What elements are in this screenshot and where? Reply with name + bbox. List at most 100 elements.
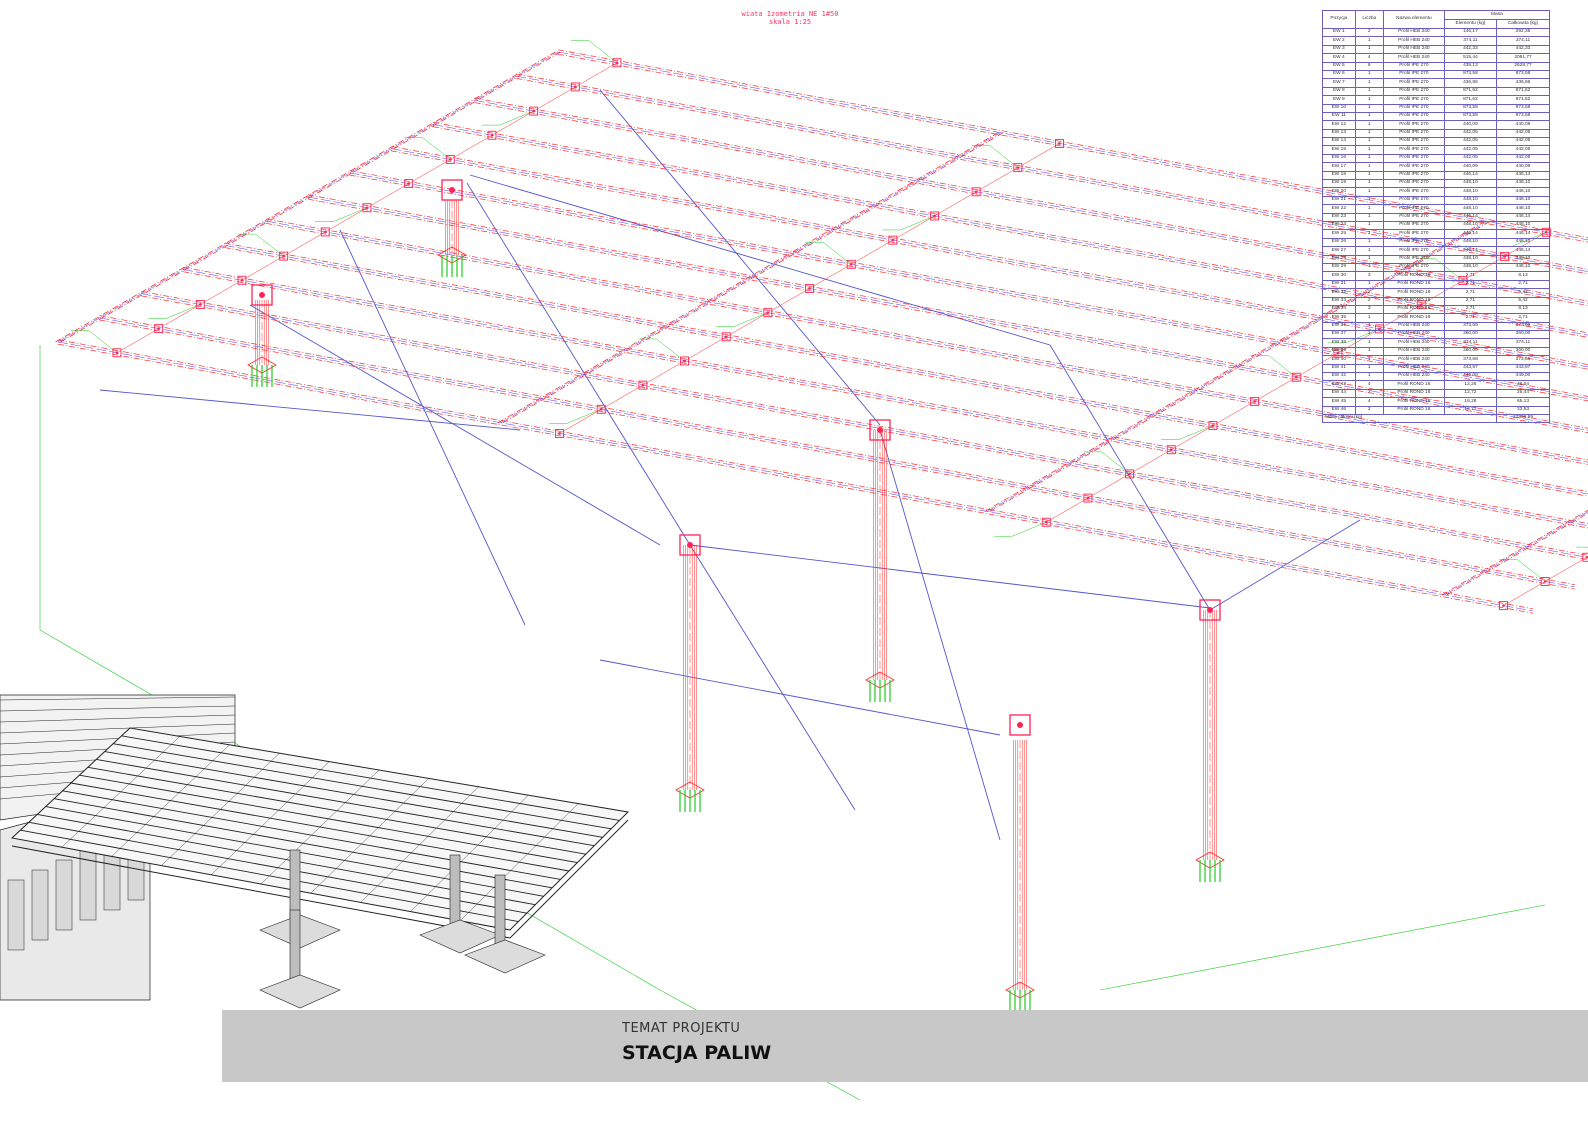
purlin-axis <box>57 341 1534 612</box>
bracing-rod <box>99 389 521 431</box>
bom-cell-name: Profil HEB 240 <box>1382 338 1445 348</box>
secondary-member <box>1503 581 1546 606</box>
purlin-flange <box>557 49 1588 238</box>
bom-cell-count: 1 <box>1354 229 1384 239</box>
bom-cell-pos: EW 22 <box>1322 204 1356 214</box>
project-topic-label: TEMAT PROJEKTU <box>622 1021 741 1036</box>
bom-cell-name: Profil IPE 270 <box>1382 145 1445 155</box>
bom-cell-count: 1 <box>1354 313 1384 323</box>
bom-cell-name: Profil IPE 270 <box>1382 137 1445 147</box>
bom-cell-name: Profil HEB 240 <box>1382 346 1445 357</box>
secondary-member <box>684 336 727 362</box>
roof-bracing-rods <box>99 89 1361 841</box>
col-header-mass: Masa <box>1443 10 1551 20</box>
bom-cell-mass-total: 448,10 <box>1496 262 1550 273</box>
bom-cell-count: 1 <box>1354 162 1384 172</box>
secondary-member <box>726 312 768 338</box>
bom-cell-name: Profil HEB 240 <box>1382 53 1445 63</box>
bolt-dot <box>683 359 686 363</box>
bom-cell-name: Profil ROND 16 <box>1382 271 1445 281</box>
bom-cell-mass-total: 442,05 <box>1496 153 1550 164</box>
bom-cell-name: Profil HEB 240 <box>1382 44 1445 55</box>
secondary-member <box>283 231 326 257</box>
bom-cell-mass-element: 449,00 <box>1443 371 1498 382</box>
secondary-member <box>1212 401 1255 426</box>
bom-cell-count: 1 <box>1354 363 1384 374</box>
connection-plate <box>404 179 414 189</box>
bom-cell-count: 1 <box>1354 204 1384 214</box>
bom-cell-mass-total: 8,13 <box>1496 271 1550 281</box>
bom-cell-pos: EW 2 <box>1322 36 1356 46</box>
bom-cell-mass-element: 12,72 <box>1443 388 1498 399</box>
connection-plate <box>1582 552 1588 562</box>
bom-cell-mass-element: 360,00 <box>1443 330 1498 340</box>
connection-plate <box>362 203 372 213</box>
connection-plate <box>154 324 164 334</box>
bom-cell-pos: EW 9 <box>1322 95 1356 105</box>
bom-cell-pos: EW 46 <box>1322 405 1356 415</box>
secondary-member <box>1545 557 1587 582</box>
bom-cell-mass-total: 2,71 <box>1496 279 1550 290</box>
bom-cell-mass-total: 8,13 <box>1496 304 1550 315</box>
bolt-dot <box>449 158 452 161</box>
bom-cell-pos: EW 39 <box>1322 346 1356 357</box>
purlin-flange <box>141 291 1588 556</box>
secondary-member <box>1171 425 1214 450</box>
connection-plate <box>555 429 564 438</box>
bom-cell-mass-element: 2,71 <box>1443 288 1498 298</box>
purlin-flange <box>557 53 1588 243</box>
bolt-dot <box>532 109 535 113</box>
bom-cell-mass-element: 438,13 <box>1443 61 1498 71</box>
canopy-roof <box>10 727 630 931</box>
facade-window <box>55 859 73 931</box>
bolt-dot <box>1128 472 1131 476</box>
secondary-member <box>1046 497 1089 523</box>
secondary-member <box>408 159 451 184</box>
bom-cell-mass-total: 360,00 <box>1496 330 1550 340</box>
girder-axis <box>1444 511 1588 596</box>
bom-cell-pos: EW 33 <box>1322 296 1356 306</box>
bom-cell-count: 1 <box>1354 330 1384 340</box>
bom-cell-pos: EW 43 <box>1322 380 1356 390</box>
bom-cell-name: Profil IPE 270 <box>1382 162 1445 172</box>
leader-line <box>88 330 118 353</box>
bom-cell-name: Profil IPE 270 <box>1382 128 1445 139</box>
purlin-flange <box>182 271 1588 529</box>
bom-cell-name: Profil HEB 240 <box>1382 330 1445 340</box>
bracing-rod <box>466 182 691 546</box>
bom-cell-mass-total: 373,69 <box>1496 321 1550 332</box>
bom-cell-mass-total: 442,05 <box>1496 128 1550 139</box>
bom-cell-name: Profil IPE 270 <box>1382 170 1445 181</box>
bom-cell-pos: EW 21 <box>1322 195 1356 206</box>
canopy-grid-line <box>360 786 479 903</box>
connection-plate <box>888 235 898 245</box>
bom-cell-name: Profil IPE 270 <box>1382 153 1445 164</box>
secondary-member <box>1087 473 1130 499</box>
bom-cell-name: Profil IPE 270 <box>1382 229 1445 239</box>
bom-cell-mass-element: 873,58 <box>1443 103 1498 113</box>
bom-cell-mass-total: 33,53 <box>1496 405 1550 415</box>
connection-plate <box>1125 469 1135 479</box>
secondary-member <box>559 409 602 434</box>
bom-cell-pos: EW 28 <box>1322 254 1356 264</box>
bom-cell-name: Profil ROND 16 <box>1382 296 1445 306</box>
bom-cell-mass-element: 873,58 <box>1443 69 1498 80</box>
bolt-dot <box>365 206 369 210</box>
bom-cell-mass-element: 448,10 <box>1443 179 1498 189</box>
bom-cell-mass-total: 440,09 <box>1496 162 1550 172</box>
bolt-dot <box>724 335 728 339</box>
bom-cell-mass-element: 448,10 <box>1443 254 1498 264</box>
